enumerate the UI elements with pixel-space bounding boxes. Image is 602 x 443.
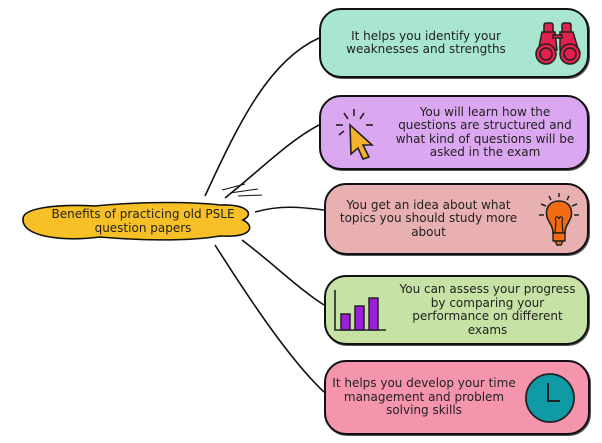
branch-topics-to-study: You get an idea about what topics you sh… [324,183,589,255]
branch-text: It helps you develop your time managemen… [332,376,516,418]
branch-text: You will learn how the questions are str… [395,104,575,159]
lightbulb-icon [531,191,587,247]
bar-chart-icon [332,282,388,338]
branch-time-management: It helps you develop your time managemen… [324,360,590,435]
branch-text: It helps you identify your weaknesses an… [346,28,506,56]
branch-assess-progress: You can assess your progress by comparin… [324,275,589,345]
branch-question-structure: You will learn how the questions are str… [319,95,589,170]
branch-text: You can assess your progress by comparin… [399,282,576,337]
binoculars-icon [531,15,587,71]
branch-text: You get an idea about what topics you sh… [339,197,518,239]
central-topic: Benefits of practicing old PSLE question… [15,196,255,246]
clock-icon [522,370,578,426]
central-topic-label: Benefits of practicing old PSLE question… [51,207,235,235]
branch-identify-weaknesses: It helps you identify your weaknesses an… [319,8,589,78]
cloud-shape [22,201,251,241]
cursor-click-icon [327,105,383,161]
